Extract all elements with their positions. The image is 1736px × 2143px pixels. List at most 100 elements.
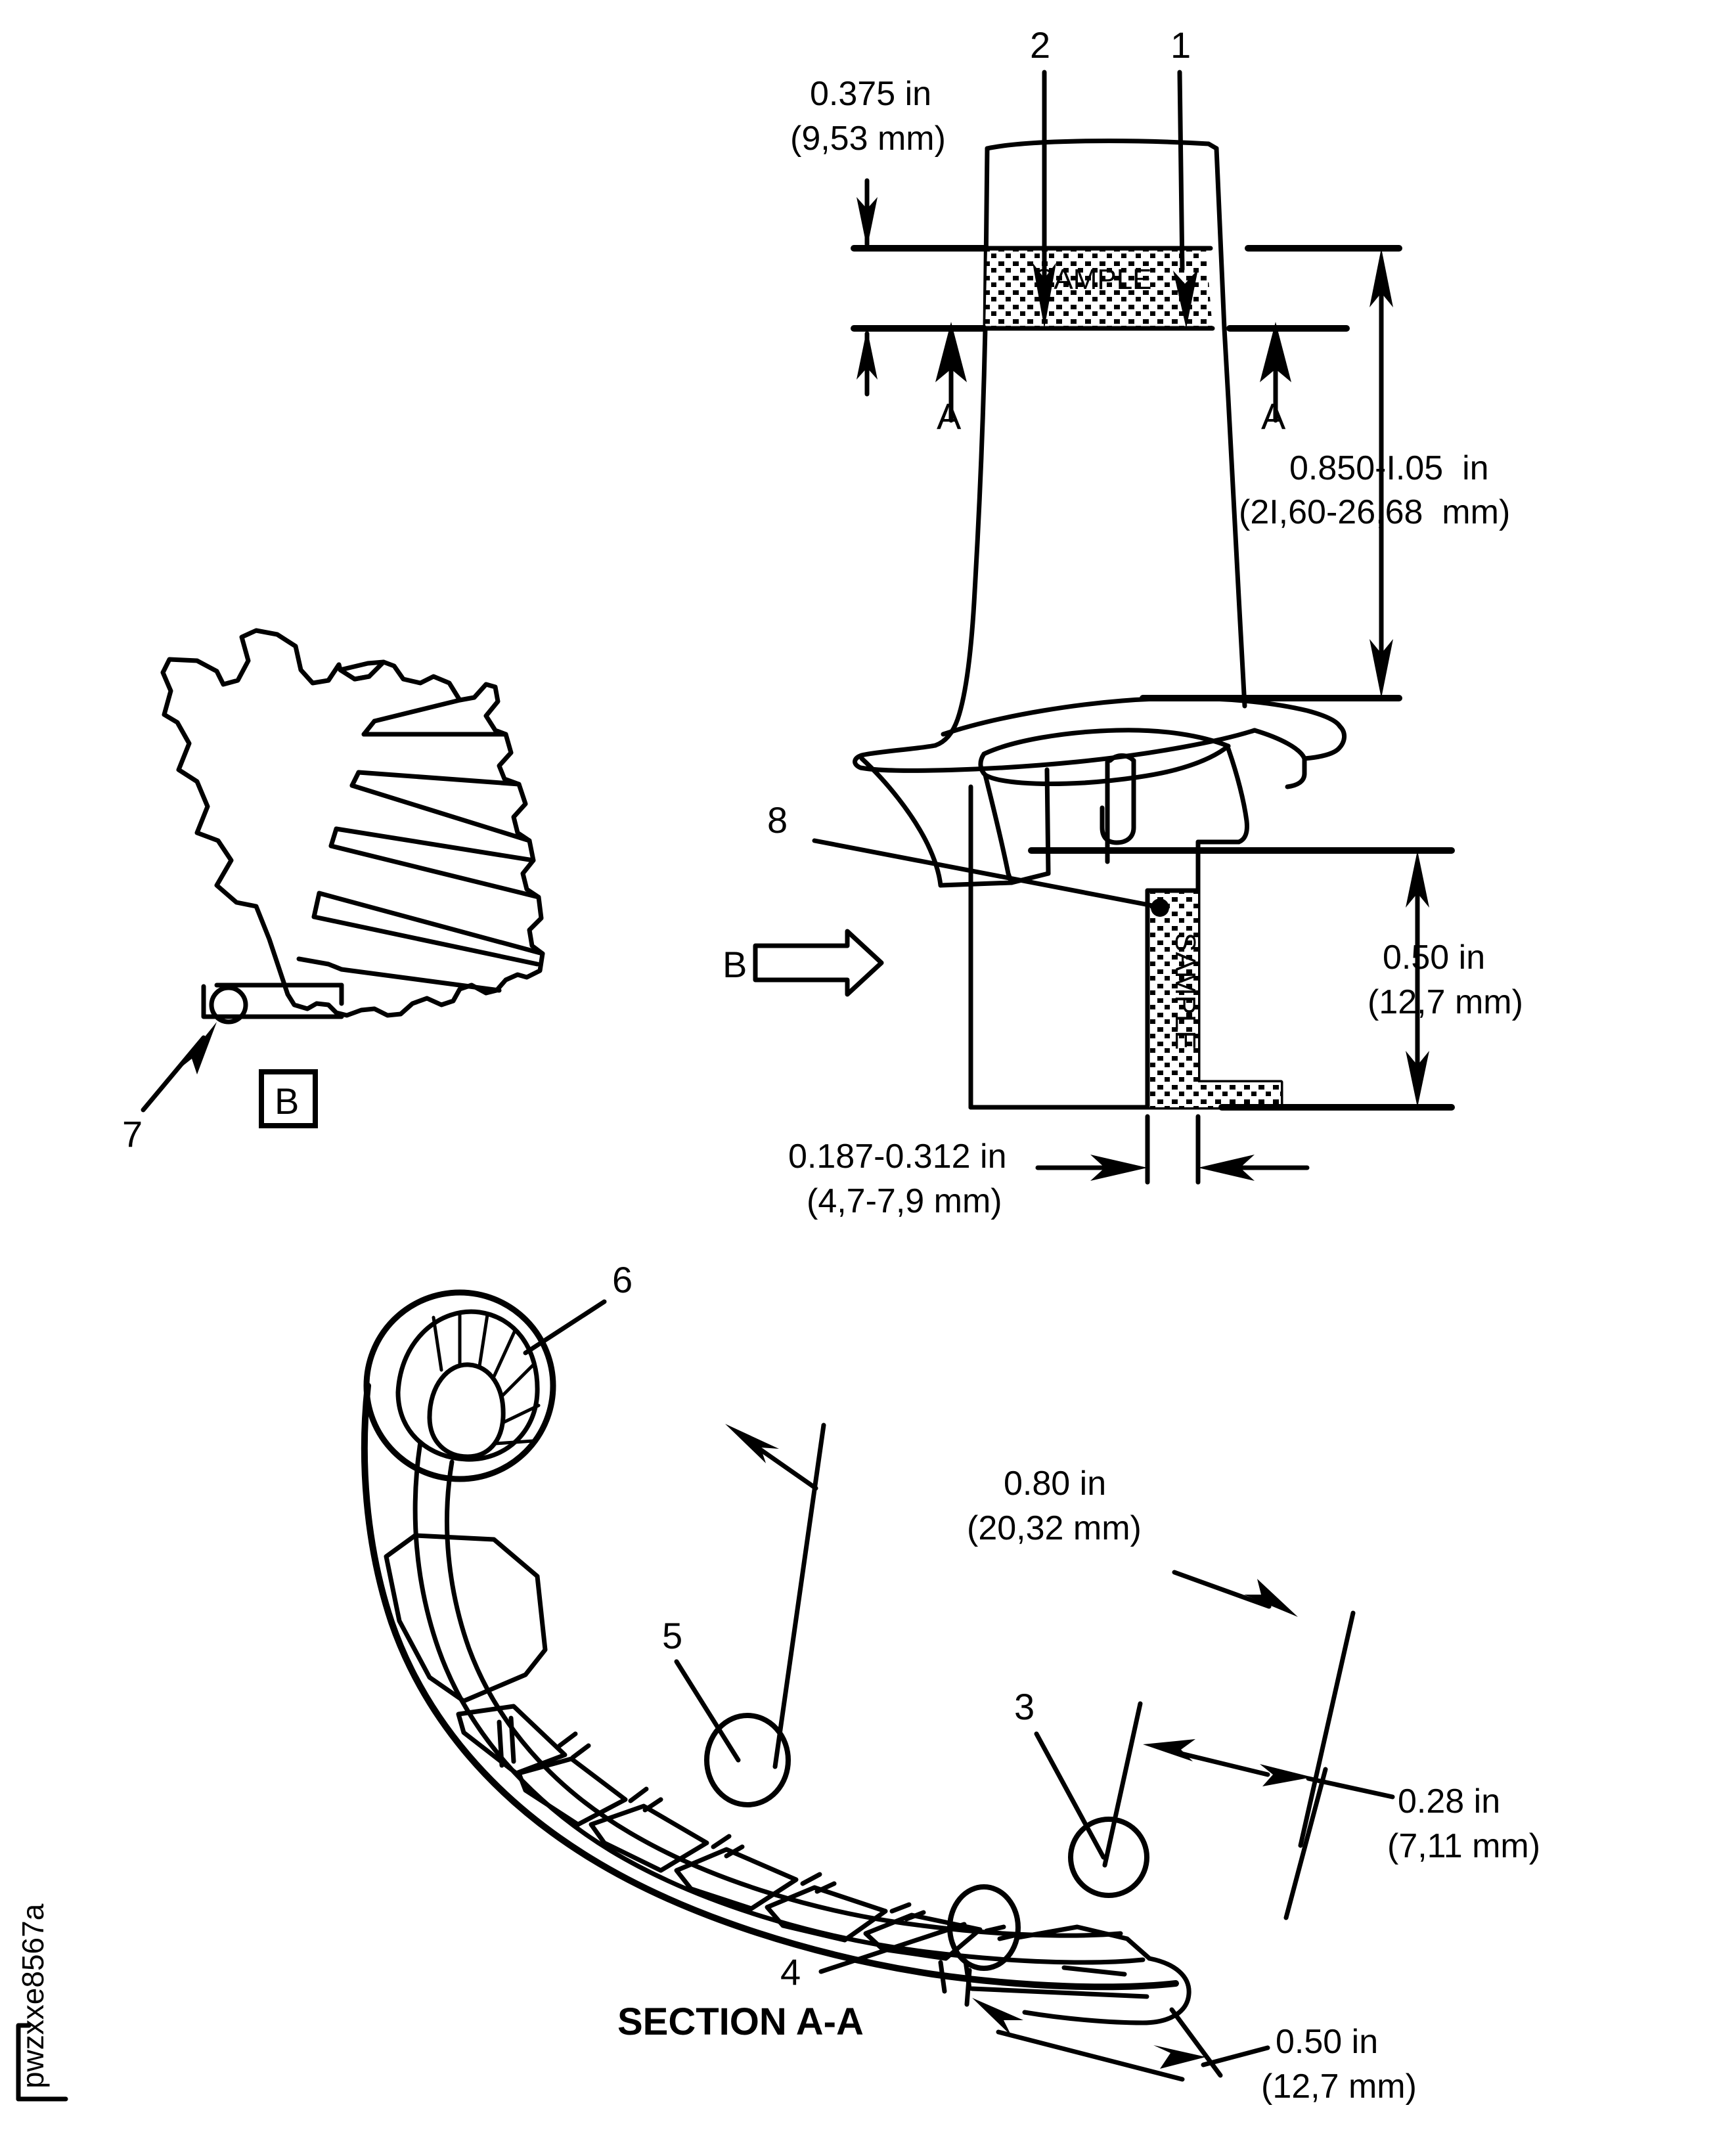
te-inner-line-2 <box>969 1986 1149 1999</box>
shank-left-fillet <box>859 756 943 888</box>
blade-leading-edge <box>933 146 990 748</box>
pressure-surface-inner-wall <box>412 1440 1146 1965</box>
view-b-arrow-label: B <box>723 944 747 985</box>
le-rib-7 <box>493 1439 535 1446</box>
dim-trail-lead-out <box>1201 2045 1270 2067</box>
dim-root-height-metric: (12,7 mm) <box>1368 983 1523 1021</box>
dim-0375-metric: (9,53 mm) <box>790 120 946 158</box>
cavity-cell-3 <box>589 1803 709 1873</box>
figure-id-corner-bracket <box>16 2023 32 2102</box>
platform-inner-rib-right <box>1173 743 1231 772</box>
platform-right-blend <box>1252 728 1307 761</box>
leading-edge-inner-ring <box>395 1309 540 1462</box>
detail-b-step-8 <box>311 914 540 967</box>
callout-5-leader <box>674 1659 741 1763</box>
callout-2-label: 2 <box>1030 24 1050 66</box>
dim-chord-arrow-right <box>1244 1579 1298 1617</box>
shank-left-fillet-bottom <box>938 880 1014 888</box>
cavity-rib-4b <box>814 1881 837 1894</box>
dim-trail-line <box>996 2029 1185 2082</box>
dim-te-ext-right <box>1283 1767 1328 1920</box>
figure-id-block: pwzxxe8567a <box>16 1903 68 2102</box>
section-aa-view: 6 <box>361 1259 1540 2106</box>
callout-3-label: 3 <box>1014 1686 1035 1727</box>
dim-te-arrow-left <box>1143 1739 1195 1761</box>
callout-4-leader <box>818 1922 967 1974</box>
shank-right-fillet <box>1226 746 1249 845</box>
callout-1-leader <box>1177 70 1185 272</box>
root-sample-text: SAMPLE <box>1169 933 1201 1050</box>
figure-id-text: pwzxxe8567a <box>16 1903 50 2088</box>
dim-root-thk-metric: (4,7-7,9 mm) <box>807 1182 1002 1220</box>
dim-chord-arrow-left <box>725 1424 779 1463</box>
dim-trail-arrow-left <box>972 1998 1023 2036</box>
dim-root-height-arrow-top <box>1406 851 1429 908</box>
dim-trail-ext-right <box>1169 2007 1223 2078</box>
cavity-rib-1 <box>557 1731 578 1748</box>
cavity-rib-5b <box>904 1910 926 1922</box>
le-rib-1 <box>432 1315 443 1372</box>
view-b-block-arrow <box>753 929 884 997</box>
dim-0375-inch: 0.375 in <box>810 75 931 113</box>
dim-te-arrow-right <box>1260 1764 1312 1786</box>
cavity-cell-6 <box>863 1912 983 1961</box>
detail-b-step-3-riser <box>349 770 361 788</box>
cavity-rib-3b <box>724 1844 745 1859</box>
dim-chord-ext-right <box>1298 1610 1356 1848</box>
le-rib-5 <box>500 1363 535 1398</box>
suction-surface-outline <box>361 1382 1179 1991</box>
detail-b-step-4 <box>349 783 532 843</box>
callout-2-arrowhead <box>1033 263 1056 328</box>
feature-5-circle <box>704 1713 791 1807</box>
dim-trail-metric: (12,7 mm) <box>1261 2067 1417 2106</box>
cavity-rib-4 <box>800 1872 822 1886</box>
detail-b-view: 7 B <box>122 628 545 1155</box>
cavity-cell-5 <box>765 1885 888 1943</box>
dim-te-ext-left <box>1102 1701 1143 1868</box>
cavity-rib-1b <box>570 1743 591 1760</box>
dim-chord-metric: (20,32 mm) <box>967 1509 1142 1547</box>
platform-inner-rib-top <box>981 728 1231 757</box>
te-rounded-tip <box>1022 1956 1191 2025</box>
callout-7-arrowhead <box>179 1022 217 1074</box>
feature-3-circle <box>1068 1817 1149 1898</box>
dim-span-inch: 0.850-I.05 in <box>1289 449 1489 487</box>
dim-chord-lead-right <box>1172 1570 1272 1609</box>
te-left-wall <box>938 1960 947 1994</box>
callout-1-arrowhead <box>1173 269 1198 328</box>
le-rib-4 <box>492 1329 517 1379</box>
le-rib-6 <box>501 1403 541 1425</box>
dim-root-height-arrow-bottom <box>1406 1051 1429 1107</box>
cavity-rib-5 <box>889 1902 912 1914</box>
root-sample-view: SAMPLE 8 0.50 in (12,7 mm) B 0.187-0.312… <box>723 784 1523 1220</box>
cavity-cell-4 <box>674 1847 799 1911</box>
detail-b-notch-edge <box>201 984 344 1019</box>
dim-root-thk-inch: 0.187-0.312 in <box>788 1138 1007 1176</box>
dim-trail-ext-left <box>964 1968 972 2007</box>
dim-trail-inch: 0.50 in <box>1276 2023 1378 2061</box>
callout-8-leader <box>812 838 1159 909</box>
detail-b-step-7 <box>317 891 545 956</box>
dim-trail-arrow-right <box>1153 2045 1206 2069</box>
detail-b-step-5-riser <box>328 826 339 849</box>
callout-3-leader <box>1034 1731 1106 1860</box>
dim-root-height-inch: 0.50 in <box>1383 939 1485 977</box>
cavity-rib-2 <box>628 1786 649 1803</box>
detail-b-step-1 <box>372 697 462 724</box>
detail-b-box-label: B <box>275 1080 299 1122</box>
section-a-left-arrowhead <box>935 322 967 382</box>
dim-te-metric: (7,11 mm) <box>1387 1827 1540 1865</box>
le-rib-3 <box>478 1313 489 1368</box>
detail-b-step-0b <box>326 662 342 683</box>
dim-span-metric: (2I,60-26,68 mm) <box>1239 493 1510 531</box>
shank-inner-fillet <box>983 772 1014 885</box>
detail-b-step-5 <box>334 826 536 863</box>
callout-7-leader <box>141 1035 206 1113</box>
blade-tip-edge <box>985 139 1219 151</box>
detail-b-step-6 <box>328 843 541 900</box>
callout-7-label: 7 <box>122 1113 143 1155</box>
platform-lower-left-edge <box>853 728 1257 773</box>
detail-b-step-9 <box>296 956 344 972</box>
cavity-rib-3 <box>711 1834 732 1849</box>
